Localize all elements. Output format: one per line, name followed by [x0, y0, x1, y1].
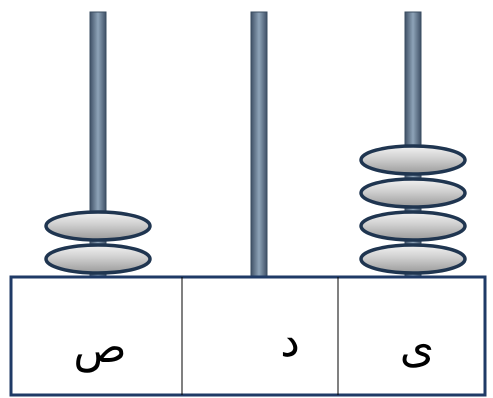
label-hundreds: ص	[73, 322, 127, 373]
abacus-bead	[359, 210, 467, 242]
label-tens: د	[280, 316, 300, 367]
abacus-bead	[359, 243, 467, 275]
abacus-bead	[359, 177, 467, 209]
abacus-bead	[44, 243, 152, 275]
label-ones: ى	[399, 322, 435, 373]
abacus-bead	[359, 144, 467, 176]
abacus-bead	[44, 210, 152, 242]
place-value-table	[9, 275, 487, 397]
table-frame	[9, 275, 487, 397]
rod-tens	[250, 11, 268, 281]
rod-group	[89, 11, 422, 281]
bead-group	[44, 144, 467, 275]
